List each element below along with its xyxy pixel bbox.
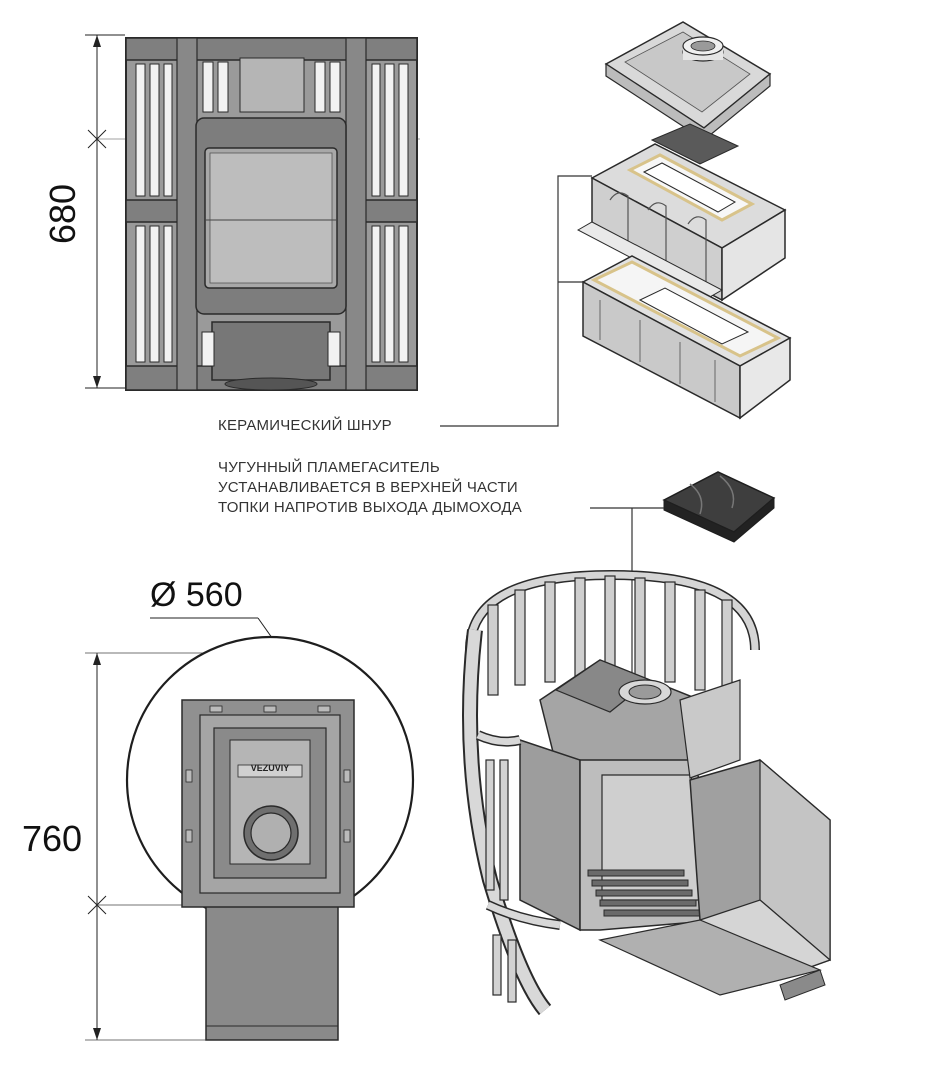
front-view: [85, 34, 420, 391]
top-view: [85, 617, 415, 1041]
dimension-680-label: 680: [42, 183, 83, 245]
flame-arrester-label-line3: ТОПКИ НАПРОТИВ ВЫХОДА ДЫМОХОДА: [218, 499, 522, 516]
dimension-diameter-label: Ø 560: [150, 576, 243, 614]
brand-logo: VEZUVIY: [250, 763, 290, 773]
flame-arrester-part: [590, 471, 776, 700]
flame-arrester-label-line2: УСТАНАВЛИВАЕТСЯ В ВЕРХНЕЙ ЧАСТИ: [218, 479, 518, 496]
flame-arrester-label-line1: ЧУГУННЫЙ ПЛАМЕГАСИТЕЛЬ: [218, 459, 440, 476]
exploded-view: [440, 21, 792, 427]
cutaway-assembly: [462, 569, 832, 1016]
dimension-760-label: 760: [22, 818, 83, 859]
ceramic-cord-label: КЕРАМИЧЕСКИЙ ШНУР: [218, 417, 392, 434]
